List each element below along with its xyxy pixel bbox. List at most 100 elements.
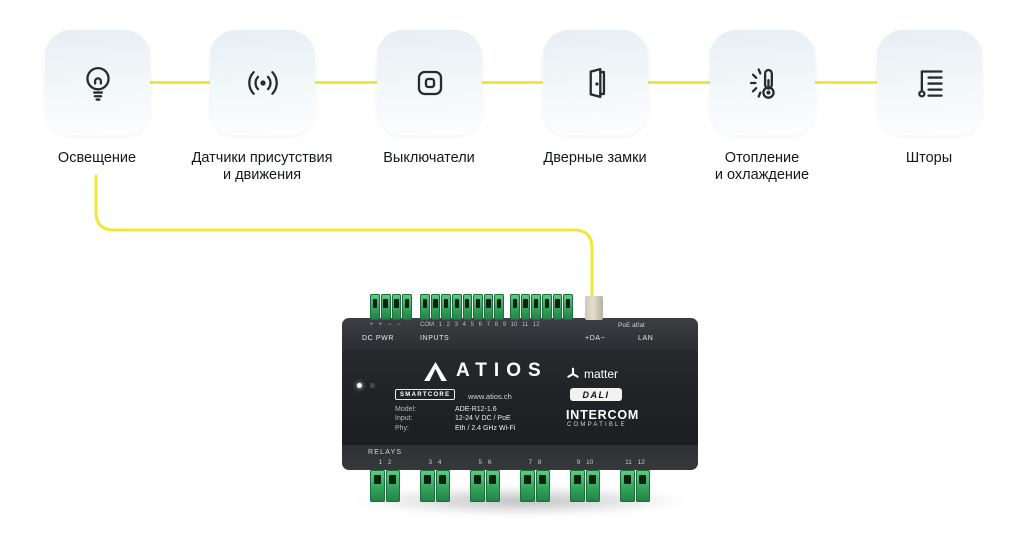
card-label-switches: Выключатели <box>383 150 475 167</box>
dc-terminal-block <box>370 294 412 320</box>
terminal-pin <box>462 294 473 320</box>
relay-terminal-block <box>570 470 600 502</box>
terminal-pin <box>494 294 504 320</box>
dali-badge: DALI <box>570 388 622 401</box>
thermostat-icon <box>749 67 775 99</box>
terminal-pin <box>473 294 483 320</box>
intercom-label: INTERCOM <box>566 408 640 422</box>
label-line: Шторы <box>905 150 953 166</box>
terminal-pin <box>485 470 500 502</box>
card-lighting[interactable] <box>45 30 150 135</box>
dc-pwr-label: DC PWR <box>362 335 394 342</box>
device-bottom-panel: RELAYS 1 2 3 4 5 6 7 8 9 10 11 12 <box>342 445 698 470</box>
wall-switch-icon <box>417 70 442 95</box>
relay-pair-label: 5 6 <box>478 459 492 466</box>
relay-terminal-block <box>420 470 450 502</box>
relay-terminal-block <box>520 470 550 502</box>
spec-row-phy: Phy:Eth / 2.4 GHz Wi-Fi <box>395 424 515 433</box>
terminal-pin <box>620 470 635 502</box>
terminal-pin <box>470 470 485 502</box>
spec-row-input: Input: 12-24 V DC / PoE <box>395 414 515 423</box>
spec-key: Model: <box>395 406 417 413</box>
spec-value: 12-24 V DC / PoE <box>455 415 511 423</box>
terminal-pin <box>552 294 563 320</box>
terminal-pin <box>420 294 430 320</box>
terminal-pin <box>635 470 650 502</box>
card-door-locks[interactable] <box>543 30 648 135</box>
dc-pin-labels: + + − − <box>369 322 403 328</box>
lightbulb-icon <box>85 66 110 101</box>
relay-pair-label: 3 4 <box>428 459 442 466</box>
terminal-pin <box>451 294 462 320</box>
reset-button <box>370 383 375 388</box>
input-pin-labels: COM 1 2 3 4 5 6 7 8 9 10 11 12 <box>420 322 540 328</box>
inputs-label: INPUTS <box>420 335 450 342</box>
terminal-pin <box>585 470 600 502</box>
spec-row-model: Model: ADE-R12-1.6 <box>395 405 515 414</box>
terminal-pin <box>510 294 520 320</box>
device-faceplate: ATIOS matter SMARTCORE www.atios.ch DALI… <box>342 350 698 445</box>
terminal-pin <box>483 294 494 320</box>
relay-pair-label: 11 12 <box>625 459 645 466</box>
terminal-pin <box>441 294 451 320</box>
label-line: Освещение <box>57 150 137 166</box>
compatible-label: COMPATIBLE <box>567 422 627 428</box>
label-line: Дверные замки <box>543 150 647 166</box>
motion-sensor-icon <box>247 70 278 95</box>
terminal-pin <box>370 470 385 502</box>
blinds-icon <box>917 69 943 97</box>
atios-triangle-icon <box>424 361 447 381</box>
matter-icon <box>567 367 579 378</box>
terminal-pin <box>430 294 441 320</box>
relay-pair-label: 1 2 <box>378 459 392 466</box>
card-label-hvac: Отопление и охлаждение <box>715 150 809 184</box>
poe-label: PoE af/at <box>618 322 645 329</box>
label-line: Отопление <box>724 150 800 166</box>
relay-pair-label: 9 10 <box>576 459 594 466</box>
relay-terminal-block <box>620 470 650 502</box>
card-curtains[interactable] <box>877 30 982 135</box>
lan-label: LAN <box>638 335 654 342</box>
terminal-pin <box>531 294 542 320</box>
terminal-pin <box>391 294 402 320</box>
da-label: +DA− <box>585 335 606 342</box>
door-lock-icon <box>589 67 605 98</box>
smartcore-badge: SMARTCORE <box>395 389 456 400</box>
spec-key: Input: <box>395 415 413 423</box>
brand-name: ATIOS <box>456 360 548 381</box>
card-label-door-locks: Дверные замки <box>543 150 646 167</box>
poe-port <box>585 296 603 320</box>
label-line: Выключатели <box>383 150 475 166</box>
card-label-lighting: Освещение <box>58 150 136 167</box>
card-label-curtains: Шторы <box>906 150 952 167</box>
terminal-pin <box>370 294 380 320</box>
spec-key: Phy: <box>395 424 410 432</box>
label-line: и охлаждение <box>714 167 810 183</box>
relay-terminal-block <box>370 470 400 502</box>
atios-logo: ATIOS <box>424 360 548 382</box>
relays-label: RELAYS <box>368 449 403 456</box>
terminal-pin <box>542 294 552 320</box>
controller-device: + + − − COM 1 2 3 4 5 6 7 8 9 10 11 12 P… <box>342 288 698 516</box>
card-switches[interactable] <box>377 30 482 135</box>
spec-value: ADE-R12-1.6 <box>455 406 497 413</box>
input-terminal-block-2 <box>510 294 574 320</box>
terminal-pin <box>520 470 535 502</box>
spec-list: Model: ADE-R12-1.6 Input: 12-24 V DC / PoE… <box>395 405 515 433</box>
relay-pair-label: 7 8 <box>528 459 542 466</box>
card-hvac[interactable] <box>710 30 815 135</box>
terminal-pin <box>535 470 550 502</box>
website-label: www.atios.ch <box>468 392 512 401</box>
terminal-pin <box>402 294 412 320</box>
branch-line <box>94 174 594 298</box>
card-label-motion-sensors: Датчики присутствия и движения <box>192 150 333 184</box>
terminal-pin <box>435 470 450 502</box>
terminal-pin <box>385 470 400 502</box>
status-led <box>357 383 362 388</box>
card-motion-sensors[interactable] <box>210 30 315 135</box>
matter-logo: matter <box>566 367 618 381</box>
terminal-pin <box>563 294 574 320</box>
label-line: и движения <box>222 167 302 183</box>
